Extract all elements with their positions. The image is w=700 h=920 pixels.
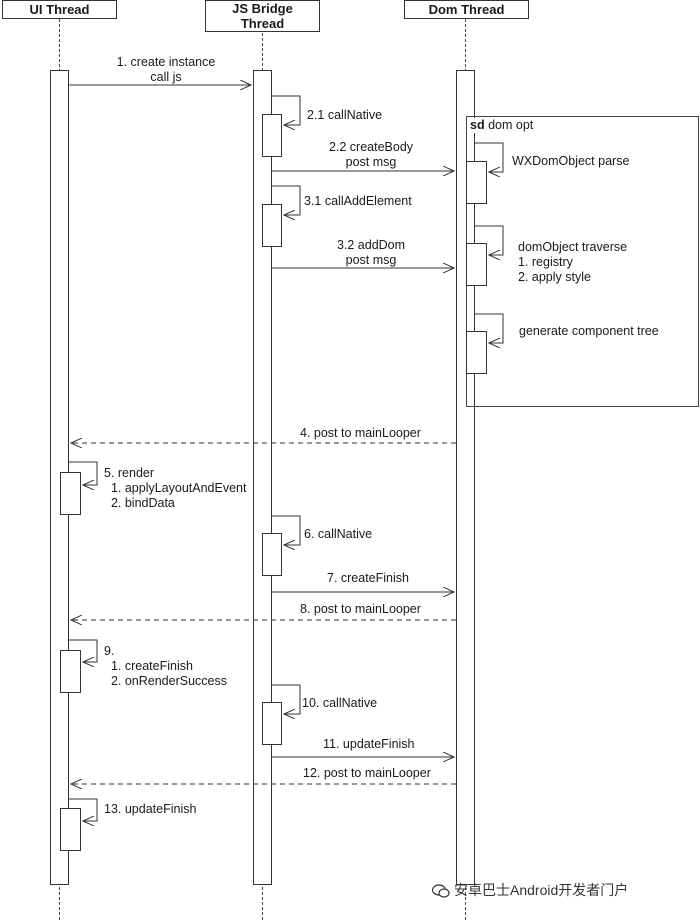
msg-11-label: 11. updateFinish [323,737,415,751]
watermark-text: 安卓巴士Android开发者门户 [454,882,629,898]
js-bridge-thread-label: JS Bridge Thread [232,1,293,31]
ui-updatefinish-activation [60,808,81,851]
msg-13-self-arrow [69,798,98,821]
msg-10-self-arrow [272,684,301,714]
dom-parse-activation [466,161,487,204]
gentree-label: generate component tree [519,324,659,338]
ui-createfinish-activation [60,650,81,693]
js-activation-bar [253,70,272,885]
js-callnative-activation-2 [262,533,282,576]
msg-3-1-self-arrow [272,185,301,215]
sd-frame-keyword: sd [470,118,485,132]
js-calladdelement-activation [262,204,282,247]
msg-4-label: 4. post to mainLooper [300,426,421,440]
msg-5-self-arrow [69,461,98,485]
msg-3-1-label: 3.1 callAddElement [304,194,412,208]
gentree-self-arrow [475,313,504,343]
msg-3-2-label: 3.2 addDom post msg [336,238,406,267]
msg-9-label: 9. 1. createFinish 2. onRenderSuccess [104,644,227,688]
wechat-icon [432,884,450,898]
msg-5-label: 5. render 1. applyLayoutAndEvent 2. bind… [104,466,247,510]
dom-gentree-activation [466,331,487,374]
msg-2-2-label: 2.2 createBody post msg [328,140,414,169]
msg-9-self-arrow [69,639,98,662]
traverse-self-arrow [475,225,504,255]
dom-thread-label: Dom Thread [428,2,505,17]
watermark: 安卓巴士Android开发者门户 [432,880,628,900]
msg-12-label: 12. post to mainLooper [303,766,431,780]
ui-thread-header: UI Thread [2,0,117,19]
js-bridge-thread-header: JS Bridge Thread [205,0,320,32]
ui-thread-label: UI Thread [29,2,90,17]
dom-thread-header: Dom Thread [404,0,529,19]
msg-6-label: 6. callNative [304,527,373,541]
msg-1-label: 1. create instance call js [116,55,216,84]
msg-2-1-label: 2.1 callNative [307,108,383,122]
msg-7-label: 7. createFinish [327,571,409,585]
dom-traverse-activation [466,243,487,286]
traverse-label: domObject traverse 1. registry 2. apply … [518,240,628,284]
js-callnative-activation [262,114,282,157]
msg-8-label: 8. post to mainLooper [300,602,421,616]
parse-self-arrow [475,142,504,172]
ui-render-activation [60,472,81,515]
msg-2-1-self-arrow [272,95,301,125]
sd-frame-tab: sd dom opt [470,118,534,133]
msg-13-label: 13. updateFinish [104,802,197,816]
msg-6-self-arrow [272,515,301,545]
js-callnative-activation-3 [262,702,282,745]
sd-frame-name: dom opt [488,118,534,132]
msg-10-label: 10. callNative [302,696,378,710]
parse-label: WXDomObject parse [512,154,630,168]
